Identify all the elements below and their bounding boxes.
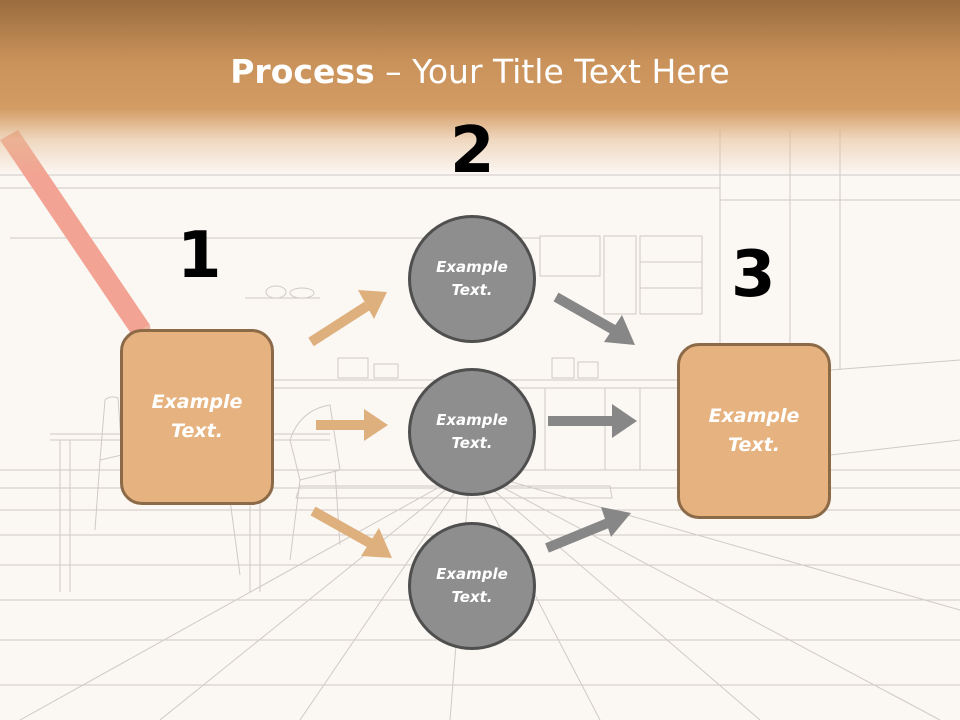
circle-middle-line1: Example [436, 411, 508, 429]
title-bold: Process [230, 52, 375, 91]
title-rest: – Your Title Text Here [374, 52, 730, 91]
step-number-1: 1 [177, 219, 222, 293]
right-box: Example Text. [677, 343, 831, 519]
arrow-from-mid-circle [548, 404, 637, 438]
header-band [0, 0, 960, 175]
circle-bottom-line2: Text. [451, 588, 493, 606]
circle-bottom-line1: Example [436, 565, 508, 583]
circle-middle: Example Text. [408, 368, 536, 496]
circle-top-line2: Text. [451, 281, 493, 299]
circle-top: Example Text. [408, 215, 536, 343]
arrow-to-bot-circle [310, 506, 392, 558]
circle-top-line1: Example [436, 258, 508, 276]
right-box-line1: Example [708, 405, 800, 427]
arrow-from-bot-circle [545, 507, 631, 553]
arrow-to-mid-circle [316, 409, 388, 441]
left-box: Example Text. [120, 329, 274, 505]
right-box-line2: Text. [728, 434, 780, 456]
circle-bottom: Example Text. [408, 522, 536, 650]
step-number-2: 2 [450, 114, 495, 188]
left-box-line1: Example [151, 391, 243, 413]
step-number-3: 3 [731, 238, 776, 312]
slide-title: Process – Your Title Text Here [0, 52, 960, 91]
left-box-line2: Text. [171, 420, 223, 442]
arrow-to-top-circle [308, 290, 387, 347]
circle-middle-line2: Text. [451, 434, 493, 452]
arrow-from-top-circle [553, 292, 635, 345]
